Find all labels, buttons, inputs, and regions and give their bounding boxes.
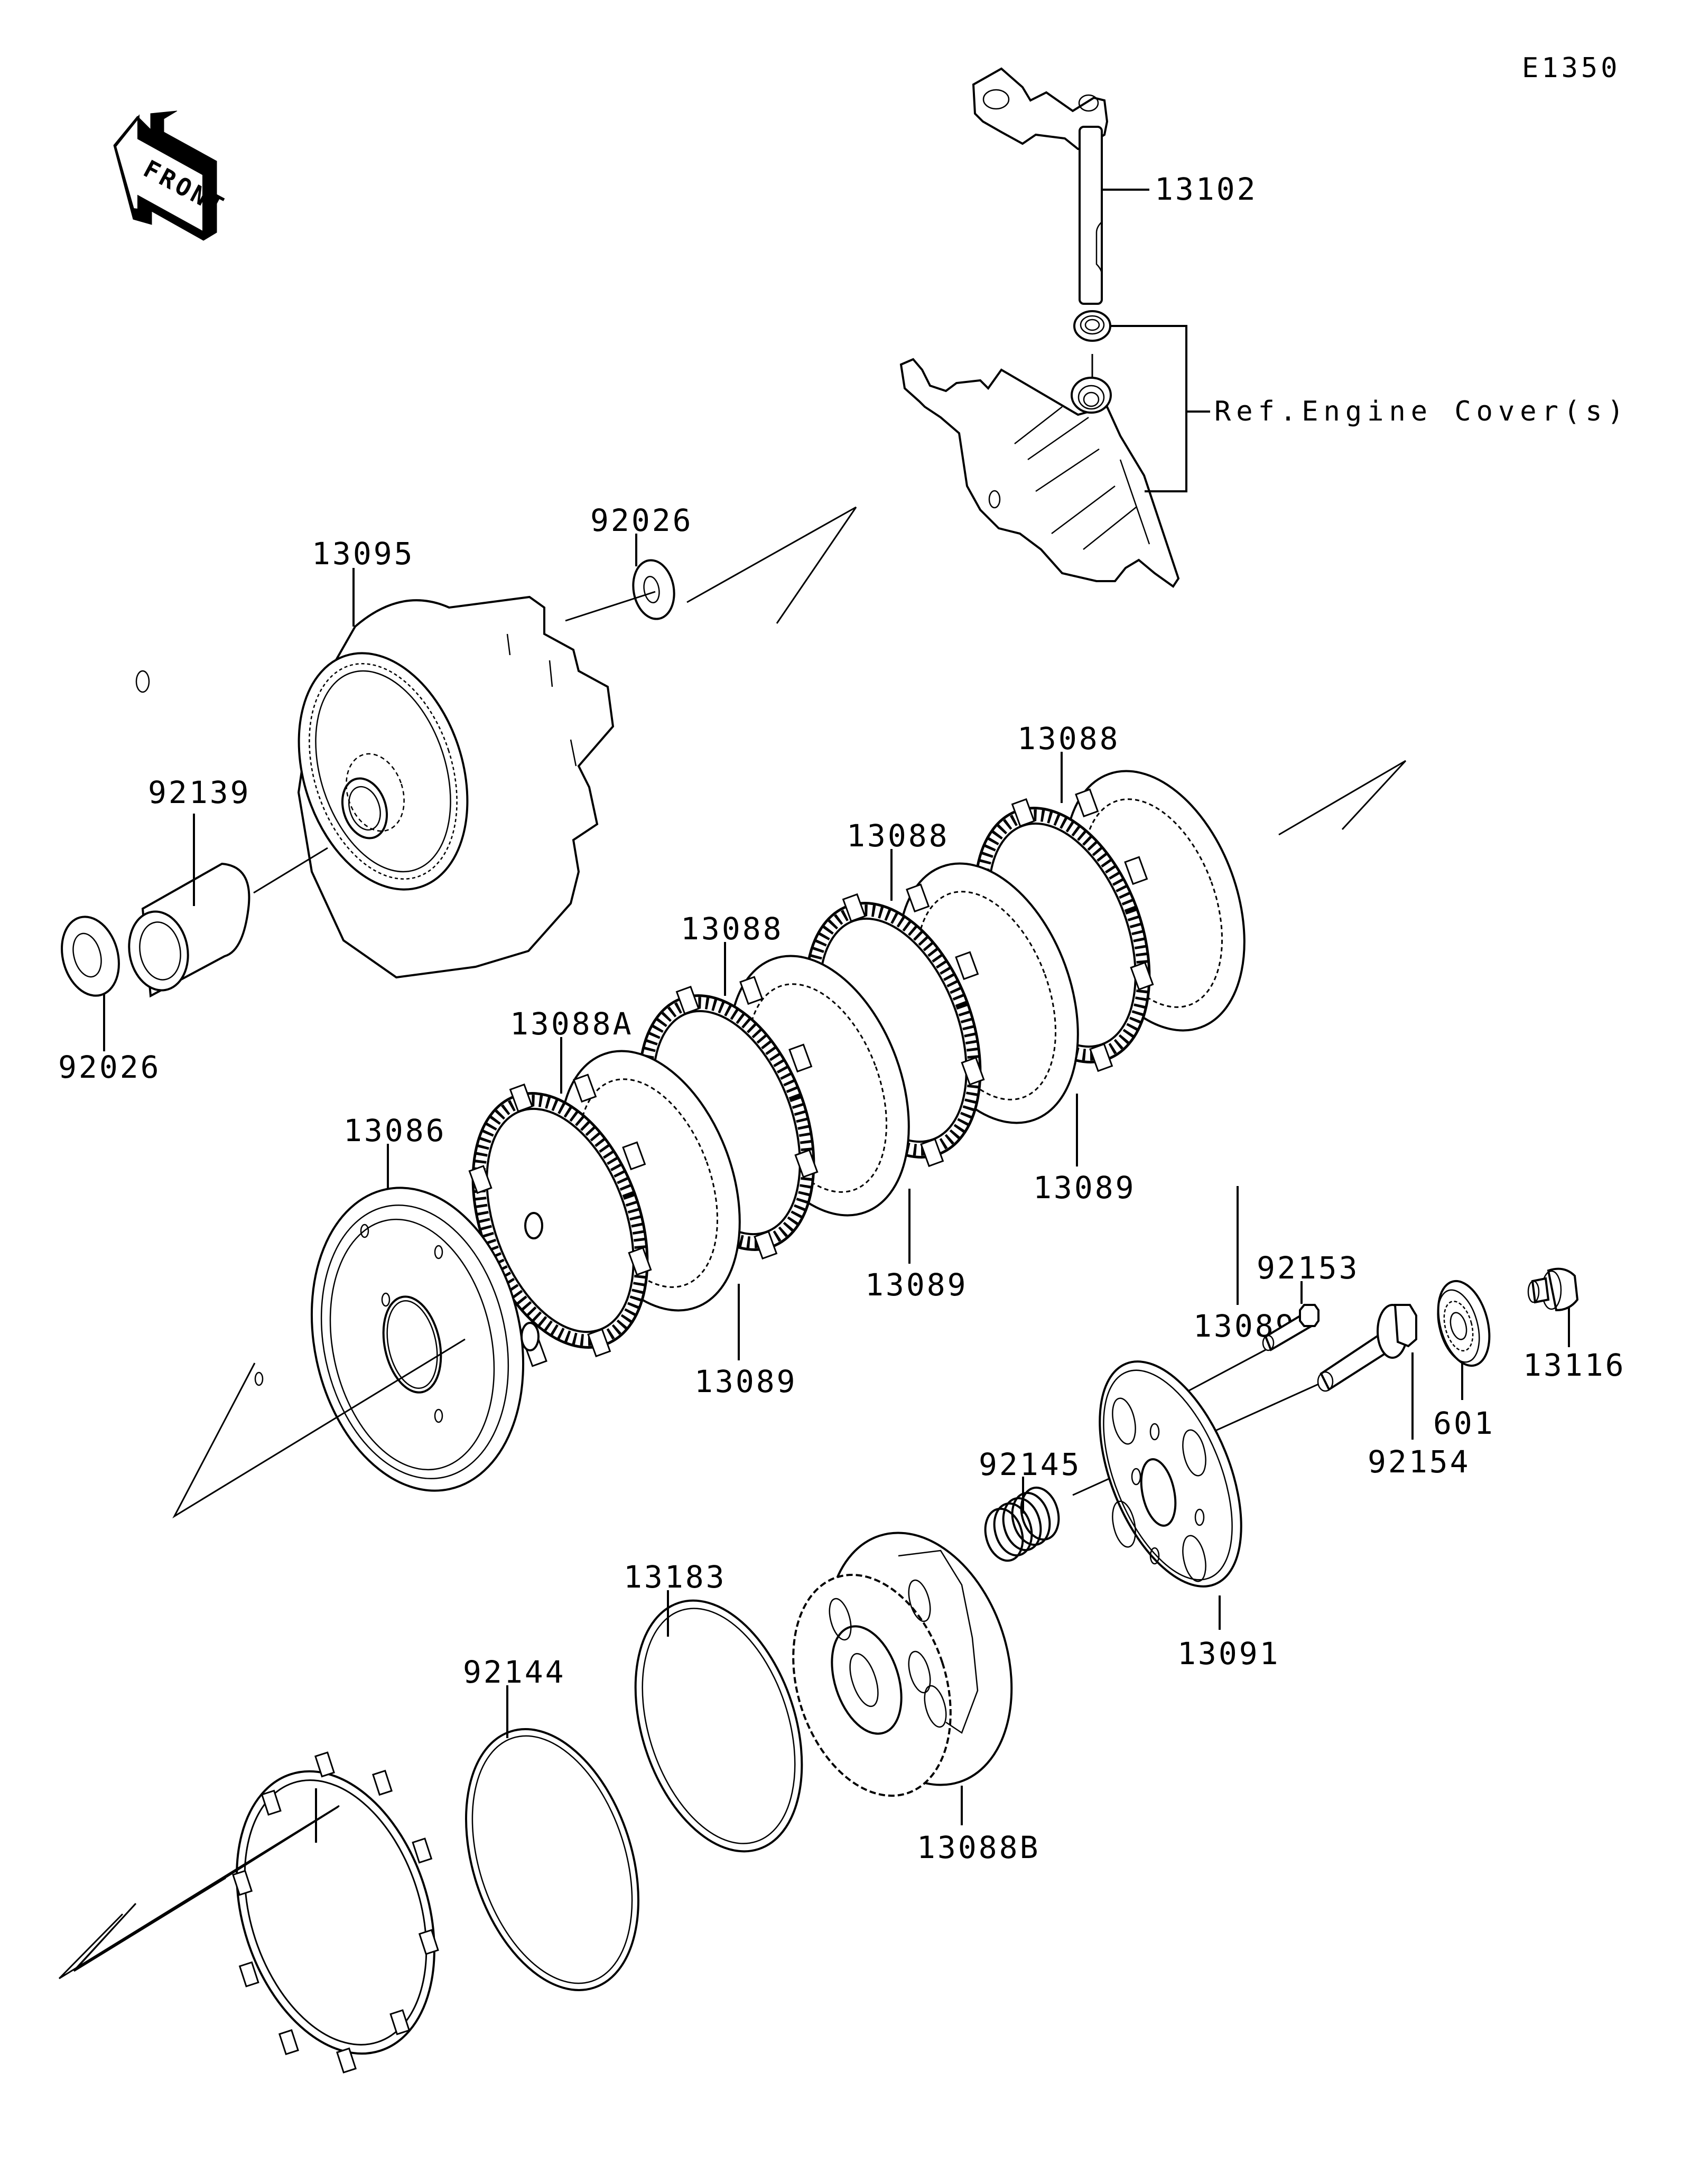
spacer-upper-part: [632, 559, 675, 620]
bolt-92153-part: [1262, 1304, 1320, 1351]
front-arrow-icon: FRONT: [113, 110, 231, 241]
callout-13102[interactable]: 13102: [1155, 171, 1258, 207]
callout-92145[interactable]: 92145: [979, 1446, 1082, 1482]
spring-seat-part: [634, 1599, 803, 1853]
release-shaft-part: [972, 67, 1109, 305]
clutch-housing-part: [135, 595, 615, 979]
callout-13091[interactable]: 13091: [1177, 1636, 1280, 1672]
callout-13095[interactable]: 13095: [312, 536, 415, 572]
clutch-plate-stack: [468, 770, 1246, 1367]
callout-92154[interactable]: 92154: [1368, 1444, 1471, 1480]
push-rod-part: [1527, 1267, 1579, 1312]
engine-cover-reference[interactable]: Ref.Engine Cover(s): [1214, 396, 1629, 427]
callout-92144[interactable]: 92144: [463, 1654, 566, 1690]
bearing-601-part: [1437, 1280, 1491, 1367]
oil-seal-part: [1073, 310, 1111, 342]
bolt-92154-part: [1317, 1304, 1417, 1392]
sleeve-part: [128, 862, 250, 998]
callout-13116[interactable]: 13116: [1523, 1347, 1626, 1383]
callout-13088A[interactable]: 13088A: [510, 1006, 634, 1042]
callout-13089-4[interactable]: 13089: [694, 1364, 797, 1399]
callout-13088-1[interactable]: 13088: [1017, 721, 1120, 757]
callout-92026-lower[interactable]: 92026: [58, 1049, 161, 1085]
callout-92139[interactable]: 92139: [148, 774, 251, 810]
callout-13086[interactable]: 13086: [343, 1113, 447, 1149]
callout-13089-2[interactable]: 13089: [1033, 1170, 1136, 1206]
friction-plate-b-part: [232, 1751, 439, 2074]
judder-spring-part: [465, 1728, 639, 1991]
callout-601[interactable]: 601: [1433, 1405, 1495, 1441]
callout-92026-upper[interactable]: 92026: [590, 502, 693, 538]
spring-92145-part: [984, 1486, 1060, 1562]
diagram-code: E1350: [1522, 52, 1621, 84]
clutch-boss-part: [792, 1532, 1013, 1797]
callout-13088-2[interactable]: 13088: [847, 818, 950, 854]
callout-13089-3[interactable]: 13089: [865, 1267, 968, 1303]
pressure-plate-part: [1099, 1360, 1242, 1588]
engine-cover-part: [899, 358, 1180, 588]
callout-92153[interactable]: 92153: [1257, 1250, 1360, 1286]
callout-13088-3[interactable]: 13088: [681, 911, 784, 947]
callout-13183[interactable]: 13183: [624, 1559, 727, 1595]
clutch-hub-part: [254, 1187, 543, 1492]
callout-13087[interactable]: 13088B: [917, 1830, 1040, 1865]
friction-plate: [468, 1074, 652, 1367]
spacer-lower-part: [61, 916, 120, 997]
